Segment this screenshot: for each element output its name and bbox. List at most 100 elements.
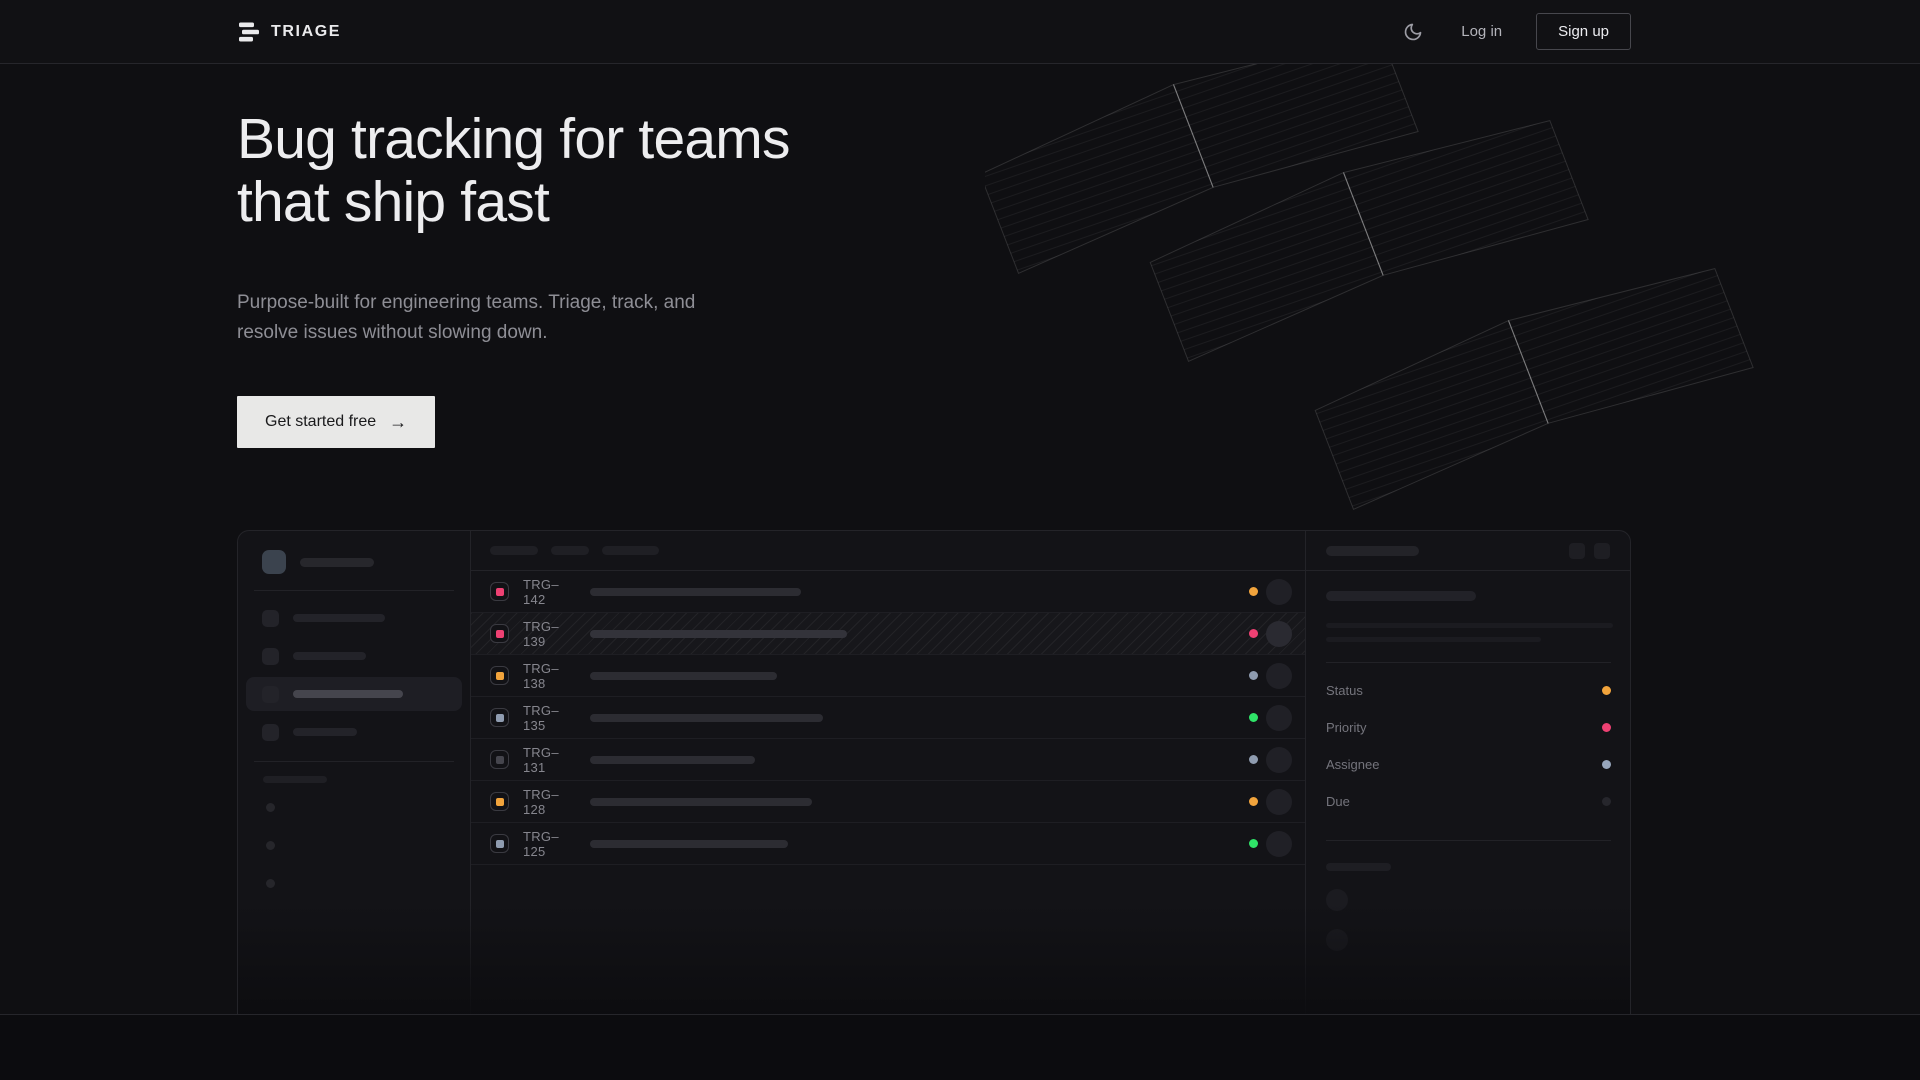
issue-assignee-avatar bbox=[1266, 578, 1292, 605]
triage-logo-icon bbox=[239, 22, 259, 41]
field-label: Due bbox=[1326, 794, 1350, 809]
issue-title-placeholder bbox=[590, 839, 788, 848]
sidebar-item-icon bbox=[262, 609, 279, 627]
signup-button[interactable]: Sign up bbox=[1536, 13, 1631, 50]
issue-status-dot bbox=[1249, 797, 1258, 806]
issue-assignee-avatar bbox=[1266, 704, 1292, 731]
hero-subtitle: Purpose-built for engineering teams. Tri… bbox=[237, 292, 696, 343]
sidebar-nav bbox=[238, 591, 470, 761]
sidebar-nav-item bbox=[246, 639, 462, 673]
logo[interactable]: TRIAGE bbox=[237, 21, 341, 43]
footer bbox=[0, 1014, 1920, 1080]
issue-assignee-avatar bbox=[1266, 830, 1292, 857]
sidebar-nav-item bbox=[246, 677, 462, 711]
hero-title-line2: that ship fast bbox=[237, 170, 550, 234]
detail-field-row: Assignee bbox=[1326, 746, 1611, 783]
field-value-dot bbox=[1602, 797, 1611, 806]
workspace-avatar bbox=[262, 550, 286, 574]
issue-id: TRG–139 bbox=[523, 618, 559, 649]
detail-title-placeholder bbox=[1326, 591, 1476, 601]
issue-type-icon bbox=[490, 708, 509, 727]
sidebar-nav-item bbox=[246, 715, 462, 749]
sidebar-item-label-placeholder bbox=[293, 728, 357, 736]
issue-title-placeholder bbox=[590, 713, 823, 722]
navbar: TRIAGE Log in Sign up bbox=[0, 0, 1920, 64]
issue-id: TRG–128 bbox=[523, 786, 559, 817]
field-value-dot bbox=[1602, 723, 1611, 732]
get-started-label: Get started free bbox=[265, 413, 377, 430]
filter-pill-placeholder bbox=[551, 546, 589, 555]
navbar-inner: TRIAGE Log in Sign up bbox=[237, 0, 1631, 63]
sidebar-item-label-placeholder bbox=[293, 652, 366, 660]
detail-divider bbox=[1326, 840, 1611, 841]
issue-title-placeholder bbox=[590, 587, 801, 596]
issue-assignee-avatar bbox=[1266, 620, 1292, 647]
sidebar-divider bbox=[254, 761, 454, 762]
issue-assignee-avatar bbox=[1266, 746, 1292, 773]
field-label: Priority bbox=[1326, 720, 1367, 735]
detail-header-buttons bbox=[1569, 542, 1610, 559]
detail-description-line bbox=[1326, 623, 1613, 628]
issue-type-icon bbox=[490, 834, 509, 853]
comment-avatar bbox=[1326, 889, 1348, 911]
issue-type-icon bbox=[490, 792, 509, 811]
issue-list-toolbar bbox=[471, 531, 1305, 571]
issue-title-placeholder bbox=[590, 797, 812, 806]
login-link[interactable]: Log in bbox=[1461, 23, 1503, 40]
issue-id: TRG–138 bbox=[523, 660, 559, 691]
issue-type-icon bbox=[490, 582, 509, 601]
issue-assignee-avatar bbox=[1266, 662, 1292, 689]
detail-field-row: Priority bbox=[1326, 709, 1611, 746]
issue-status-dot bbox=[1249, 671, 1258, 680]
issue-status-dot bbox=[1249, 629, 1258, 638]
app-mockup: TRG–142 TRG–139 TRG–138 bbox=[237, 530, 1631, 1014]
issue-title-placeholder bbox=[590, 671, 777, 680]
detail-action-button bbox=[1569, 542, 1585, 559]
detail-fields: Status Priority Assignee Due bbox=[1326, 672, 1611, 820]
field-value-dot bbox=[1602, 760, 1611, 769]
issue-id: TRG–135 bbox=[523, 702, 559, 733]
issue-type-icon bbox=[490, 666, 509, 685]
detail-body: Status Priority Assignee Due bbox=[1306, 571, 1630, 951]
project-dot bbox=[266, 803, 275, 812]
issue-id: TRG–142 bbox=[523, 576, 559, 607]
hero-title-line1: Bug tracking for teams bbox=[237, 107, 790, 171]
issue-row: TRG–142 bbox=[471, 571, 1305, 613]
issue-id: TRG–125 bbox=[523, 828, 559, 859]
detail-action-button bbox=[1594, 542, 1610, 559]
moon-icon bbox=[1404, 23, 1422, 40]
filter-pill-placeholder bbox=[490, 546, 538, 555]
detail-field-row: Status bbox=[1326, 672, 1611, 709]
field-label: Status bbox=[1326, 683, 1363, 698]
workspace-switcher bbox=[238, 531, 470, 590]
mockup-issue-list: TRG–142 TRG–139 TRG–138 bbox=[470, 531, 1306, 1014]
sidebar-item-icon bbox=[262, 647, 279, 665]
issue-status-dot bbox=[1249, 839, 1258, 848]
issue-row: TRG–139 bbox=[471, 613, 1305, 655]
issue-row: TRG–128 bbox=[471, 781, 1305, 823]
comment-avatar bbox=[1326, 929, 1348, 951]
arrow-right-icon: → bbox=[389, 412, 408, 432]
logo-text: TRIAGE bbox=[271, 22, 342, 40]
project-dot bbox=[266, 879, 275, 888]
issue-type-icon bbox=[490, 624, 509, 643]
mockup-sidebar bbox=[238, 531, 470, 1014]
issue-row: TRG–131 bbox=[471, 739, 1305, 781]
sidebar-project-list bbox=[238, 789, 470, 888]
detail-divider bbox=[1326, 662, 1611, 663]
section-label-placeholder bbox=[263, 776, 327, 783]
get-started-button[interactable]: Get started free → bbox=[237, 396, 436, 448]
workspace-name-placeholder bbox=[300, 557, 374, 567]
issue-title-placeholder bbox=[590, 755, 755, 764]
activity-label-placeholder bbox=[1326, 863, 1391, 871]
issue-title-placeholder bbox=[590, 629, 847, 638]
theme-toggle-button[interactable] bbox=[1399, 18, 1427, 46]
sidebar-item-icon bbox=[262, 723, 279, 741]
sidebar-nav-item bbox=[246, 601, 462, 635]
wireframe-decoration bbox=[985, 64, 1754, 511]
issue-assignee-avatar bbox=[1266, 788, 1292, 815]
filter-pill-placeholder bbox=[602, 546, 659, 555]
